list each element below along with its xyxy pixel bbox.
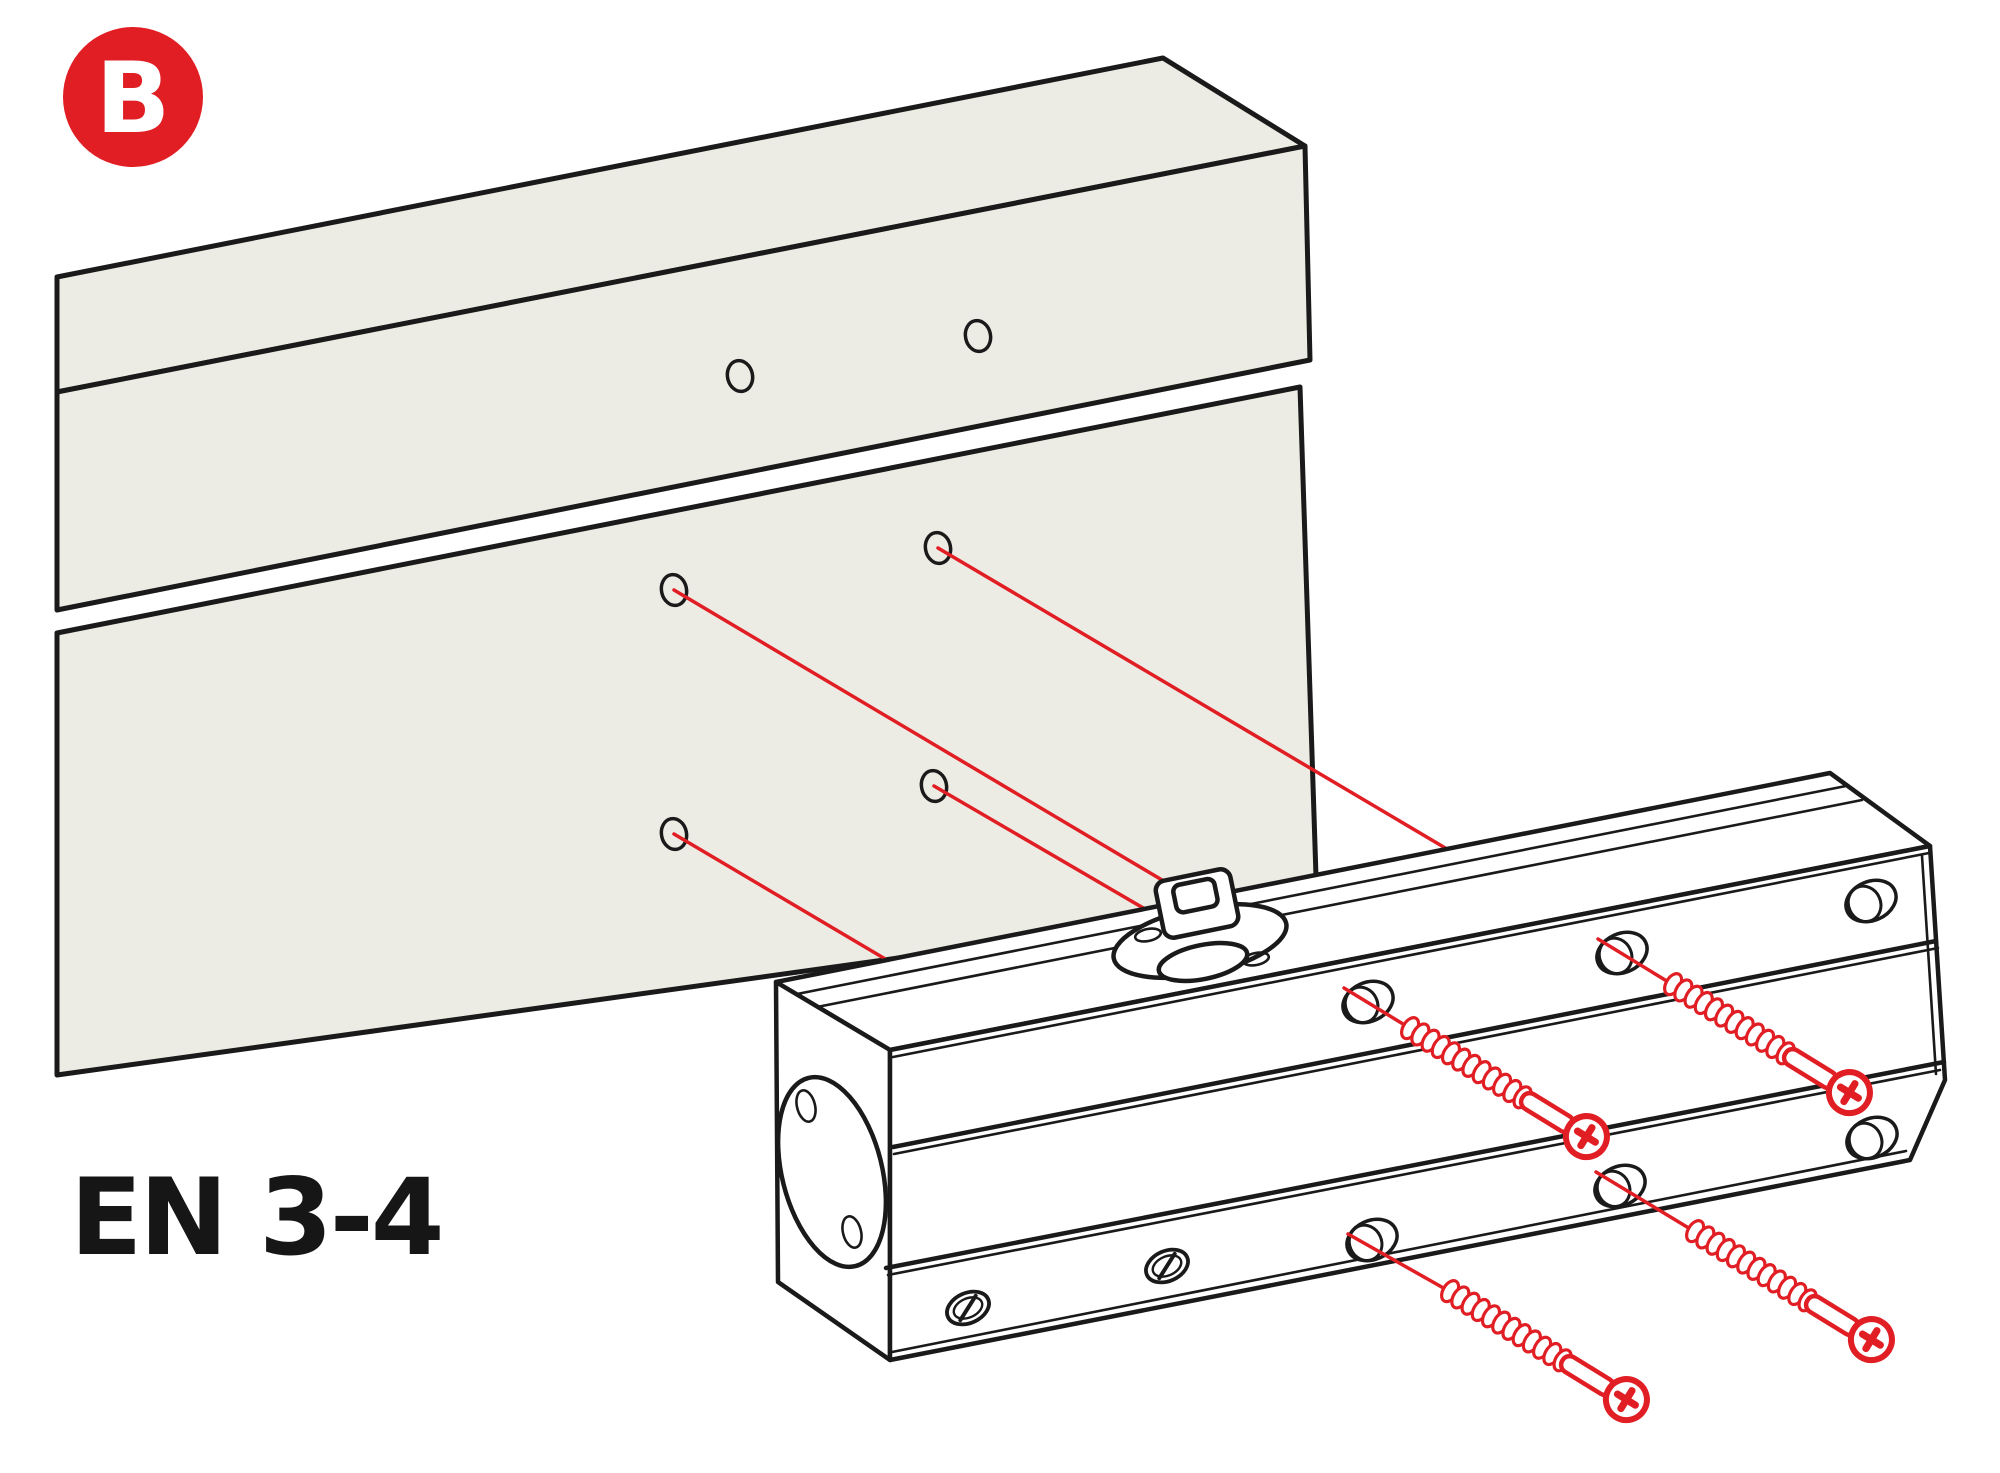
door-drill-hole xyxy=(919,768,949,804)
screw-axis-line xyxy=(1594,1170,1694,1232)
screw-leader-lines xyxy=(1342,937,1694,1292)
badge-circle xyxy=(63,27,203,167)
closer-detail-line xyxy=(890,1149,1908,1354)
closer-detail-line xyxy=(892,946,1940,1156)
rating-label: EN 3-4 xyxy=(70,1156,442,1279)
door-drill-hole xyxy=(659,572,689,608)
closer-chamfer-edge-bottom xyxy=(883,1059,1947,1271)
leader-lines xyxy=(672,546,1449,962)
spindle-square-socket xyxy=(1171,876,1220,915)
alignment-leader-line xyxy=(936,546,1449,851)
screw-axis-line xyxy=(1342,986,1410,1029)
spindle xyxy=(1111,867,1289,984)
closer-right-end-line xyxy=(1920,854,1938,1076)
door-holes xyxy=(659,530,953,852)
badge-label: B xyxy=(96,42,171,156)
frame-drill-hole xyxy=(963,318,993,354)
door-drill-hole xyxy=(923,530,953,566)
frame-drill-hole xyxy=(725,358,755,394)
end-cap xyxy=(775,1074,889,1270)
spindle-boss-base xyxy=(1156,940,1250,984)
closer-top-groove xyxy=(795,784,1848,996)
frame-holes xyxy=(725,318,993,394)
spindle-flange-slot xyxy=(1133,927,1163,943)
mounting-screw xyxy=(1678,1210,1899,1368)
door-frame-panel xyxy=(54,55,1313,613)
screw-axis-line xyxy=(1346,1232,1449,1292)
mounting-screw xyxy=(1433,1270,1654,1428)
closer-top-groove xyxy=(815,798,1864,1009)
end-cap-hole xyxy=(795,1089,817,1123)
closer-detail-line xyxy=(886,1068,1942,1277)
alignment-leader-line xyxy=(932,784,1147,911)
step-badge: B xyxy=(63,27,203,167)
screw-axis-line xyxy=(1596,937,1672,985)
end-cap-hole xyxy=(841,1215,863,1249)
frame-front-face xyxy=(54,143,1313,613)
door-drill-hole xyxy=(659,816,689,852)
alignment-leader-line xyxy=(672,832,889,962)
alignment-leader-line xyxy=(672,588,1196,901)
closer-detail-line xyxy=(891,851,1931,1059)
